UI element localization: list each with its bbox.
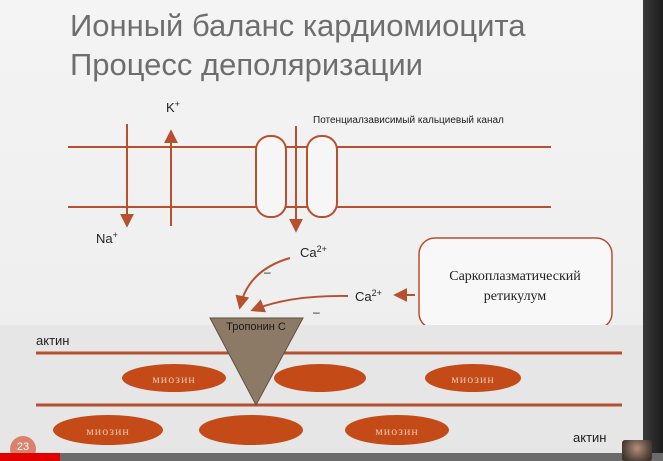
k-ion-charge: + [175, 99, 180, 109]
ca-sr-ion-label: Ca2+ [355, 288, 382, 304]
minus-sign-2: – [313, 305, 320, 319]
sr-label-line-1: Саркоплазматический [449, 269, 581, 284]
ca-channel-ion-label: Ca2+ [300, 244, 327, 260]
depolarization-diagram: K+ Na+ Ca2+ Ca2+ Потенциалзависимый каль… [0, 99, 643, 453]
video-progress-bar[interactable] [0, 453, 663, 461]
na-ion-label: Na+ [96, 230, 118, 246]
na-ion-charge: + [113, 230, 118, 240]
sr-label-line-2: ретикулум [484, 289, 547, 304]
myosin-label-3: миозин [86, 424, 130, 438]
calcium-channel-left-half [255, 135, 287, 218]
troponin-c-triangle [209, 317, 304, 407]
na-ion-symbol: Na [96, 231, 113, 246]
ca-channel-ion-symbol: Ca [300, 245, 317, 260]
video-progress-fill [0, 453, 60, 461]
actin-label-bottom: актин [573, 430, 606, 445]
ca-sr-ion-symbol: Ca [355, 289, 372, 304]
ca-to-troponin-arrow [235, 257, 291, 310]
k-ion-symbol: K [166, 100, 175, 115]
myosin-ellipse-5 [199, 415, 303, 445]
myosin-ellipse-6 [345, 415, 449, 445]
myosin-label-2: миозин [451, 372, 495, 386]
ca-channel-ion-charge: 2+ [317, 244, 327, 254]
myosin-label-1: миозин [152, 372, 196, 386]
troponin-c-label: Тропонин С [226, 321, 286, 333]
title-line-2: Процесс деполяризации [70, 47, 423, 82]
slide: Ионный баланс кардиомиоцита Процесс депо… [0, 0, 643, 461]
myosin-ellipse-2 [274, 364, 366, 392]
presenter-webcam-thumbnail [622, 440, 652, 461]
myosin-ellipse-1 [122, 364, 226, 392]
video-side-panel [643, 0, 663, 461]
ca-sr-ion-charge: 2+ [372, 288, 382, 298]
k-ion-label: K+ [166, 99, 180, 115]
minus-sign-1: – [264, 265, 271, 279]
myosin-ellipse-4 [53, 415, 163, 445]
slide-title: Ионный баланс кардиомиоцита Процесс депо… [70, 6, 526, 84]
title-line-1: Ионный баланс кардиомиоцита [70, 8, 526, 43]
calcium-channel-right-half [306, 135, 338, 218]
myosin-label-4: миозин [375, 424, 419, 438]
actin-label-top: актин [36, 333, 69, 348]
calcium-channel-label: Потенциалзависимый кальциевый канал [313, 115, 504, 126]
myosin-ellipse-3 [425, 364, 521, 392]
ca-sr-to-troponin-arrow [250, 294, 349, 313]
